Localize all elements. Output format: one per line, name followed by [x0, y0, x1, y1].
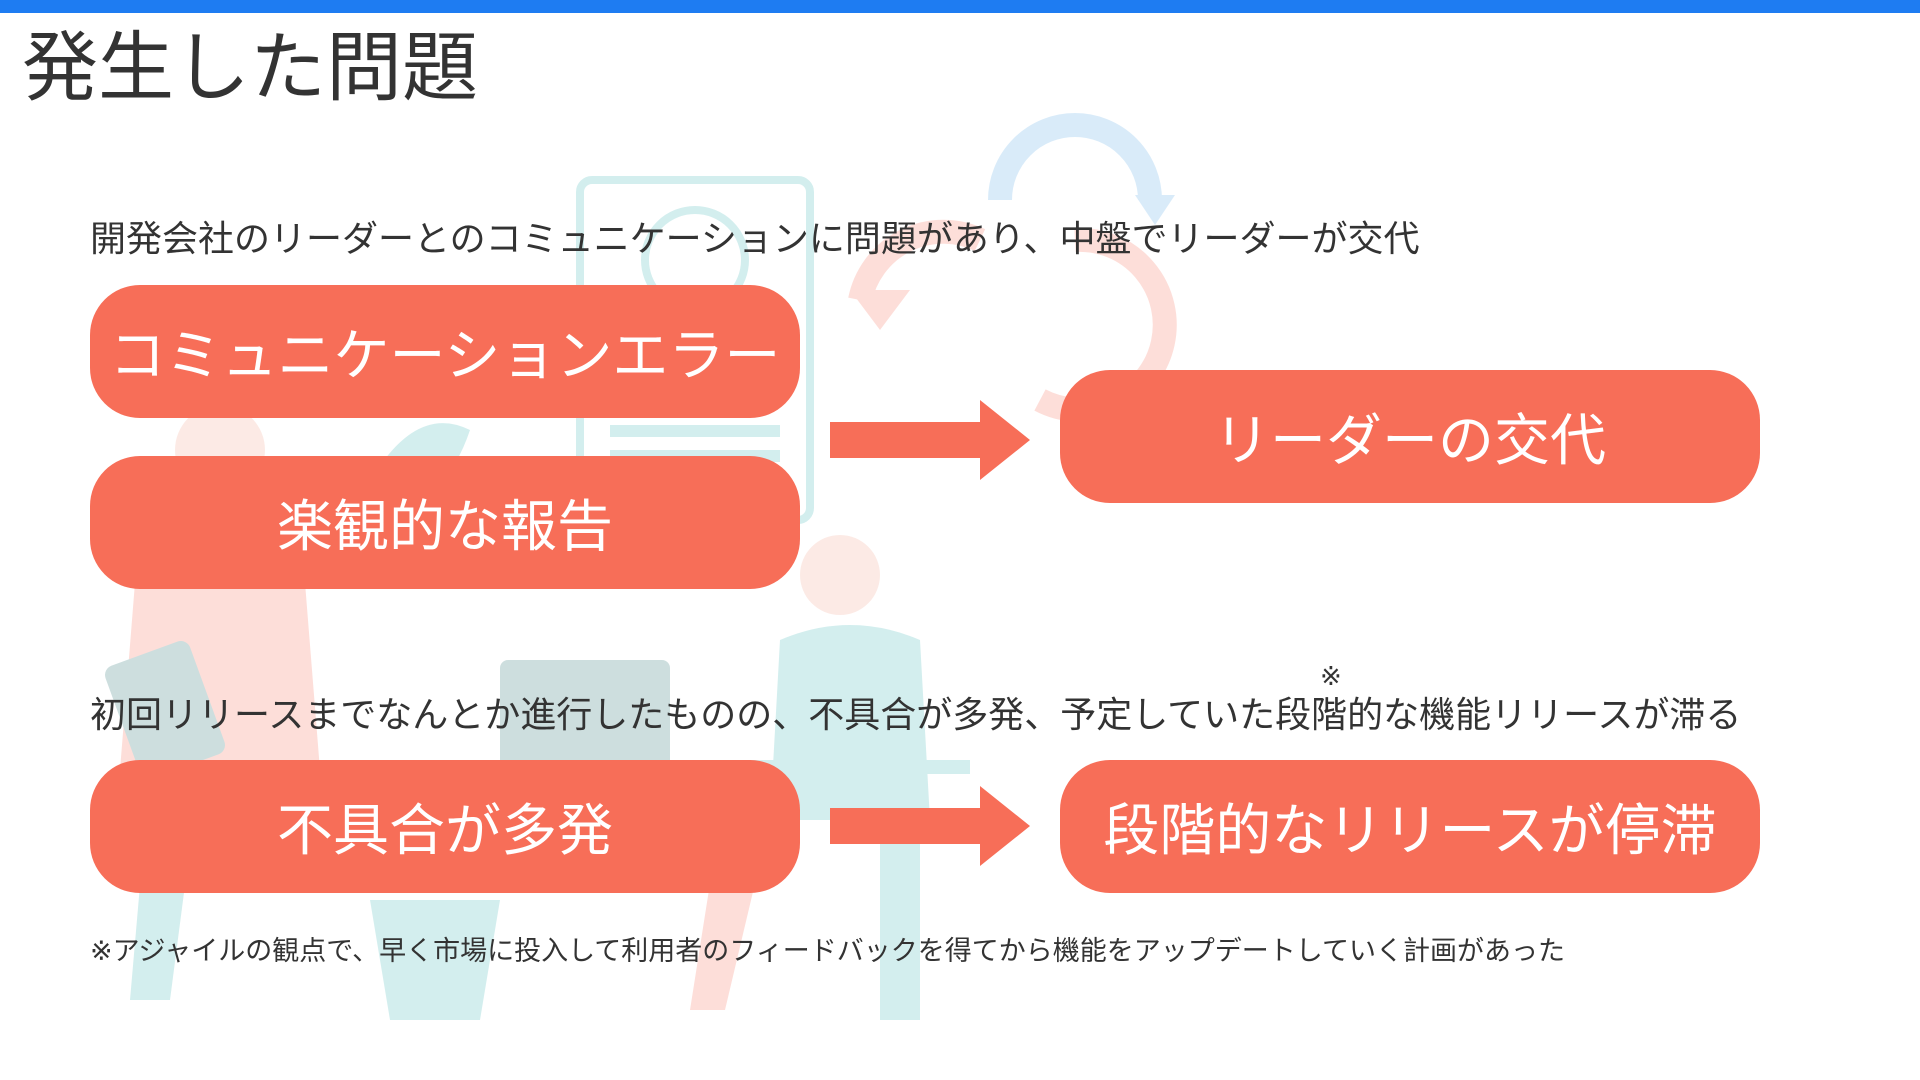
result-pill-release-stalled: 段階的なリリースが停滞 — [1060, 760, 1760, 893]
result-pill-leader-change: リーダーの交代 — [1060, 370, 1760, 503]
cause-pill-communication-error: コミュニケーションエラー — [90, 285, 800, 418]
slide-title: 発生した問題 — [22, 23, 478, 112]
right-arrow-icon — [830, 786, 1030, 866]
note-mark: ※ — [1320, 662, 1342, 692]
section1-caption: 開発会社のリーダーとのコミュニケーションに問題があり、中盤でリーダーが交代 — [90, 219, 1420, 260]
footnote: ※アジャイルの観点で、早く市場に投入して利用者のフィードバックを得てから機能をア… — [90, 936, 1565, 967]
cause-pill-many-bugs: 不具合が多発 — [90, 760, 800, 893]
cycle-arrows-graphic — [848, 113, 1177, 422]
right-arrow-icon — [830, 400, 1030, 480]
cause-pill-optimistic-report: 楽観的な報告 — [90, 456, 800, 589]
section2-caption: 初回リリースまでなんとか進行したものの、不具合が多発、予定していた段階的な機能リ… — [90, 695, 1742, 736]
top-accent-bar — [0, 0, 1920, 13]
